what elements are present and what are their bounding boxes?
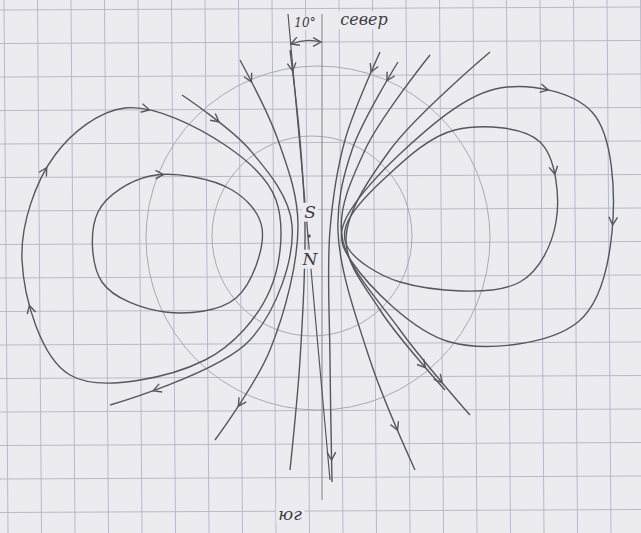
angle-arc [291,40,321,44]
arrow-head [549,166,557,175]
field-line [92,174,262,313]
arrow-head [210,114,219,122]
field-line [22,108,281,383]
grid-line [4,0,8,533]
text-label: S [302,203,318,222]
field-line [341,55,470,415]
grid-line [507,0,511,533]
arrow-head [417,359,425,368]
geographic-axis [321,14,322,500]
centre-dot [307,234,311,238]
arrow-head [155,170,163,179]
text-label: N [301,250,320,269]
arrow-head [609,217,618,225]
text-label: 10° [292,17,317,30]
grid-line [0,175,641,178]
text-label: юг [276,505,304,524]
grid-line [71,0,75,533]
arrow-head [540,84,549,92]
arrow-head [327,452,336,460]
arrow-head [153,384,162,392]
grid-line [38,0,42,533]
arrow-head [390,421,398,430]
grid-line [105,0,109,533]
text-label: север [338,11,389,29]
arrow-head [244,73,252,82]
arrow-head [238,397,246,406]
grid-line [272,0,276,533]
grid-line [172,0,176,533]
arrow-head [434,374,442,383]
grid-line [0,309,641,312]
grid-line [205,0,209,533]
arrow-head [287,63,296,71]
field-line [344,127,557,291]
field-line [338,62,415,470]
arrow-head [313,38,321,47]
arrow-head [291,37,300,45]
magnetic-axis [288,14,330,480]
grid-line [473,0,477,533]
arrow-head [39,168,47,177]
grid-line [0,510,641,513]
grid-line [0,74,641,77]
grid-line [0,7,641,10]
field-line [346,52,490,390]
grid-line [574,0,578,533]
field-lines [22,50,614,482]
grid-line [440,0,444,533]
grid-line [0,409,641,412]
grid-line [0,141,641,144]
grid-line [0,275,641,278]
grid-line [540,0,544,533]
grid-line [0,342,641,345]
arrow-head [141,104,150,112]
arrow-head [370,63,378,72]
grid-line [239,0,243,533]
field-line [110,95,292,405]
grid-line [0,242,641,245]
grid-line [607,0,611,533]
grid-line [0,208,641,211]
field-line [215,60,298,440]
grid-line [373,0,377,533]
guide-circle [146,66,490,410]
arrow-head [387,72,395,81]
grid-line [0,443,641,446]
grid-line [138,0,142,533]
grid-line [0,108,641,111]
grid-line [0,476,641,479]
arrow-head [27,305,35,314]
